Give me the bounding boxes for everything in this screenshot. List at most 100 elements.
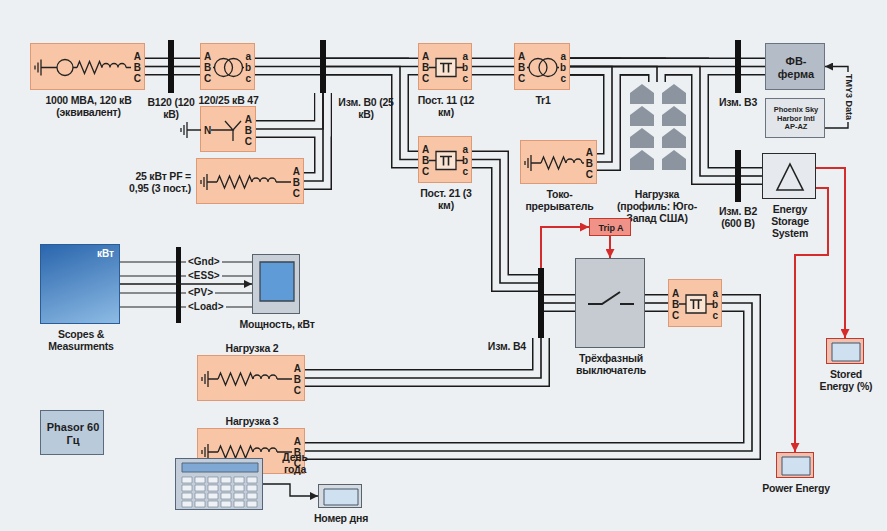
port-label: C	[293, 188, 300, 199]
port-label: B	[672, 299, 679, 310]
port-label: B	[134, 62, 141, 73]
port-label: C	[586, 169, 593, 180]
key	[208, 493, 218, 499]
resistor-symbol	[541, 157, 566, 169]
block-caption: 25 кВт PF = 0,95 (3 пост.)	[125, 170, 191, 194]
key	[208, 485, 218, 491]
key	[221, 501, 231, 507]
phase-wire-casing	[741, 58, 765, 76]
key	[221, 485, 231, 491]
phase-wire-gap	[544, 296, 575, 311]
phase-wire-casing	[741, 167, 762, 185]
inductor-symbol	[102, 64, 131, 68]
port-label: c	[462, 73, 468, 84]
pi-symbol	[690, 300, 702, 309]
keypad-block: День года	[175, 458, 263, 510]
winding-symbol	[225, 59, 243, 77]
house-icon	[662, 150, 686, 170]
phase-wire-gap	[174, 59, 200, 74]
block-caption: Изм. B4	[488, 340, 526, 352]
block-label: Phoenix Sky Harbor Intl AP-AZ	[770, 106, 822, 132]
key	[247, 477, 257, 483]
grounding-transformer: NABC	[200, 106, 256, 152]
key	[221, 493, 231, 499]
port-label: C	[294, 385, 301, 396]
port-label: b	[712, 299, 718, 310]
display-block: Power Energy	[776, 452, 814, 478]
port-label: A	[294, 436, 301, 447]
phase-wire-gap	[304, 93, 323, 181]
port-label: A	[293, 166, 300, 177]
load-houses: Нагрузка (профиль: Юго- Запад США)	[626, 82, 688, 174]
port-label: A	[245, 114, 252, 125]
bus-bar: Изм. B2 (600 B)	[735, 150, 741, 202]
port-label: c	[245, 73, 251, 84]
port-label: B	[204, 62, 211, 73]
block-symbol	[198, 356, 306, 402]
scope-block: Мощность, кВт	[252, 254, 300, 314]
port-label: A	[422, 144, 429, 155]
signal-connector	[816, 168, 845, 338]
port-label: C	[422, 166, 429, 177]
line-block: ABCabcПост. 21 (3 км)	[418, 136, 472, 183]
key	[195, 477, 205, 483]
port-label: A	[586, 147, 593, 158]
key	[234, 493, 244, 499]
port-label: C	[672, 310, 679, 321]
block-caption: Power Energy	[762, 482, 830, 494]
display-screen	[832, 343, 860, 361]
pi-section-box	[436, 152, 456, 170]
port-label: c	[560, 73, 566, 84]
signal-line	[120, 275, 176, 276]
port-label: B	[293, 177, 300, 188]
block-caption: Пост. 11 (12 км)	[416, 94, 476, 118]
block-caption: Нагрузка 2	[226, 342, 279, 354]
three-phase-wire	[544, 302, 575, 304]
phase-wire-casing	[174, 58, 200, 76]
phase-wire-gap	[645, 296, 668, 311]
port-label: b	[245, 62, 251, 73]
port-label: b	[462, 155, 468, 166]
block-caption: Изм. B0 (25 кВ)	[336, 96, 396, 120]
inductor-symbol	[566, 159, 584, 163]
port-label: a	[462, 144, 468, 155]
winding-symbol	[529, 59, 547, 77]
phase-wire-casing	[304, 93, 323, 181]
resistor-symbol	[217, 176, 252, 188]
block-symbol	[827, 339, 865, 365]
block-caption: Токо- прерыватель	[522, 188, 598, 212]
phase-wire-gap	[305, 338, 541, 378]
signal-name: <PV>	[186, 287, 215, 299]
block-caption: Мощность, кВт	[239, 318, 314, 330]
block-symbol	[538, 268, 544, 338]
phase-wire-gap	[326, 67, 418, 160]
three-phase-wire	[304, 93, 323, 181]
key	[195, 501, 205, 507]
phase-wire-casing	[255, 58, 320, 76]
three-phase-wire	[305, 338, 541, 378]
port-label: B	[586, 158, 593, 169]
block-symbol	[168, 40, 174, 93]
phase-wire-gap	[145, 59, 168, 74]
block-caption: 1000 MBA, 120 кВ (эквивалент)	[29, 94, 149, 118]
block-caption: Пост. 21 (3 км)	[416, 187, 476, 211]
voltage-source-symbol	[57, 60, 73, 76]
phase-wire-gap	[741, 59, 765, 74]
port-label: b	[560, 62, 566, 73]
phase-wire-casing	[645, 294, 668, 312]
port-label: C	[422, 73, 429, 84]
key	[195, 485, 205, 491]
block-symbol	[763, 154, 817, 200]
signal-line	[120, 261, 176, 262]
key	[221, 477, 231, 483]
winding-lead	[527, 67, 559, 68]
block-symbol	[735, 40, 741, 93]
port-label: C	[518, 73, 525, 84]
port-label: B	[422, 62, 429, 73]
port-label: B	[422, 155, 429, 166]
key	[182, 485, 192, 491]
port-label: A	[422, 51, 429, 62]
display-block: Stored Energy (%)	[826, 338, 864, 364]
phase-wire-gap	[741, 169, 762, 184]
